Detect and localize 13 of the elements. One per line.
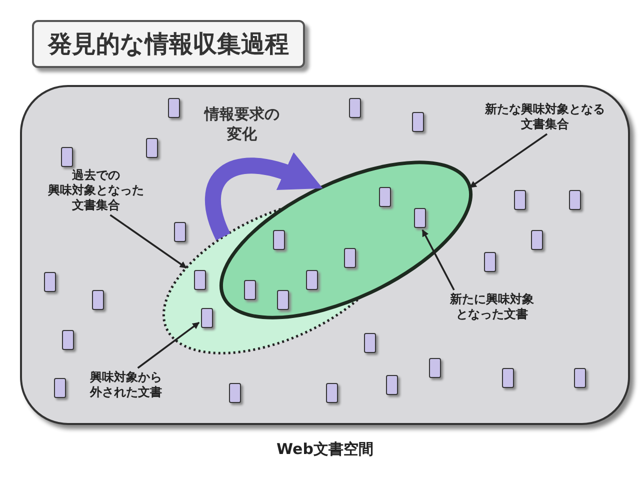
callout-text: 新たに興味対象となった文書 bbox=[440, 292, 544, 322]
callout-text: 過去での興味対象となった文書集合 bbox=[40, 168, 152, 213]
document-icon bbox=[414, 208, 426, 228]
document-icon bbox=[201, 308, 213, 328]
leader-arrow bbox=[469, 133, 548, 188]
title: 発見的な情報収集過程 bbox=[32, 20, 305, 68]
leader-arrow bbox=[137, 322, 200, 369]
edge-label: 情報要求の変化 bbox=[202, 104, 280, 144]
leader-arrow bbox=[422, 229, 455, 290]
callout-text: 興味対象から外された文書 bbox=[80, 370, 172, 400]
space-caption: Web文書空間 bbox=[276, 440, 374, 459]
callout-text: 新たな興味対象となる文書集合 bbox=[470, 102, 620, 132]
leader-arrow bbox=[110, 214, 187, 269]
